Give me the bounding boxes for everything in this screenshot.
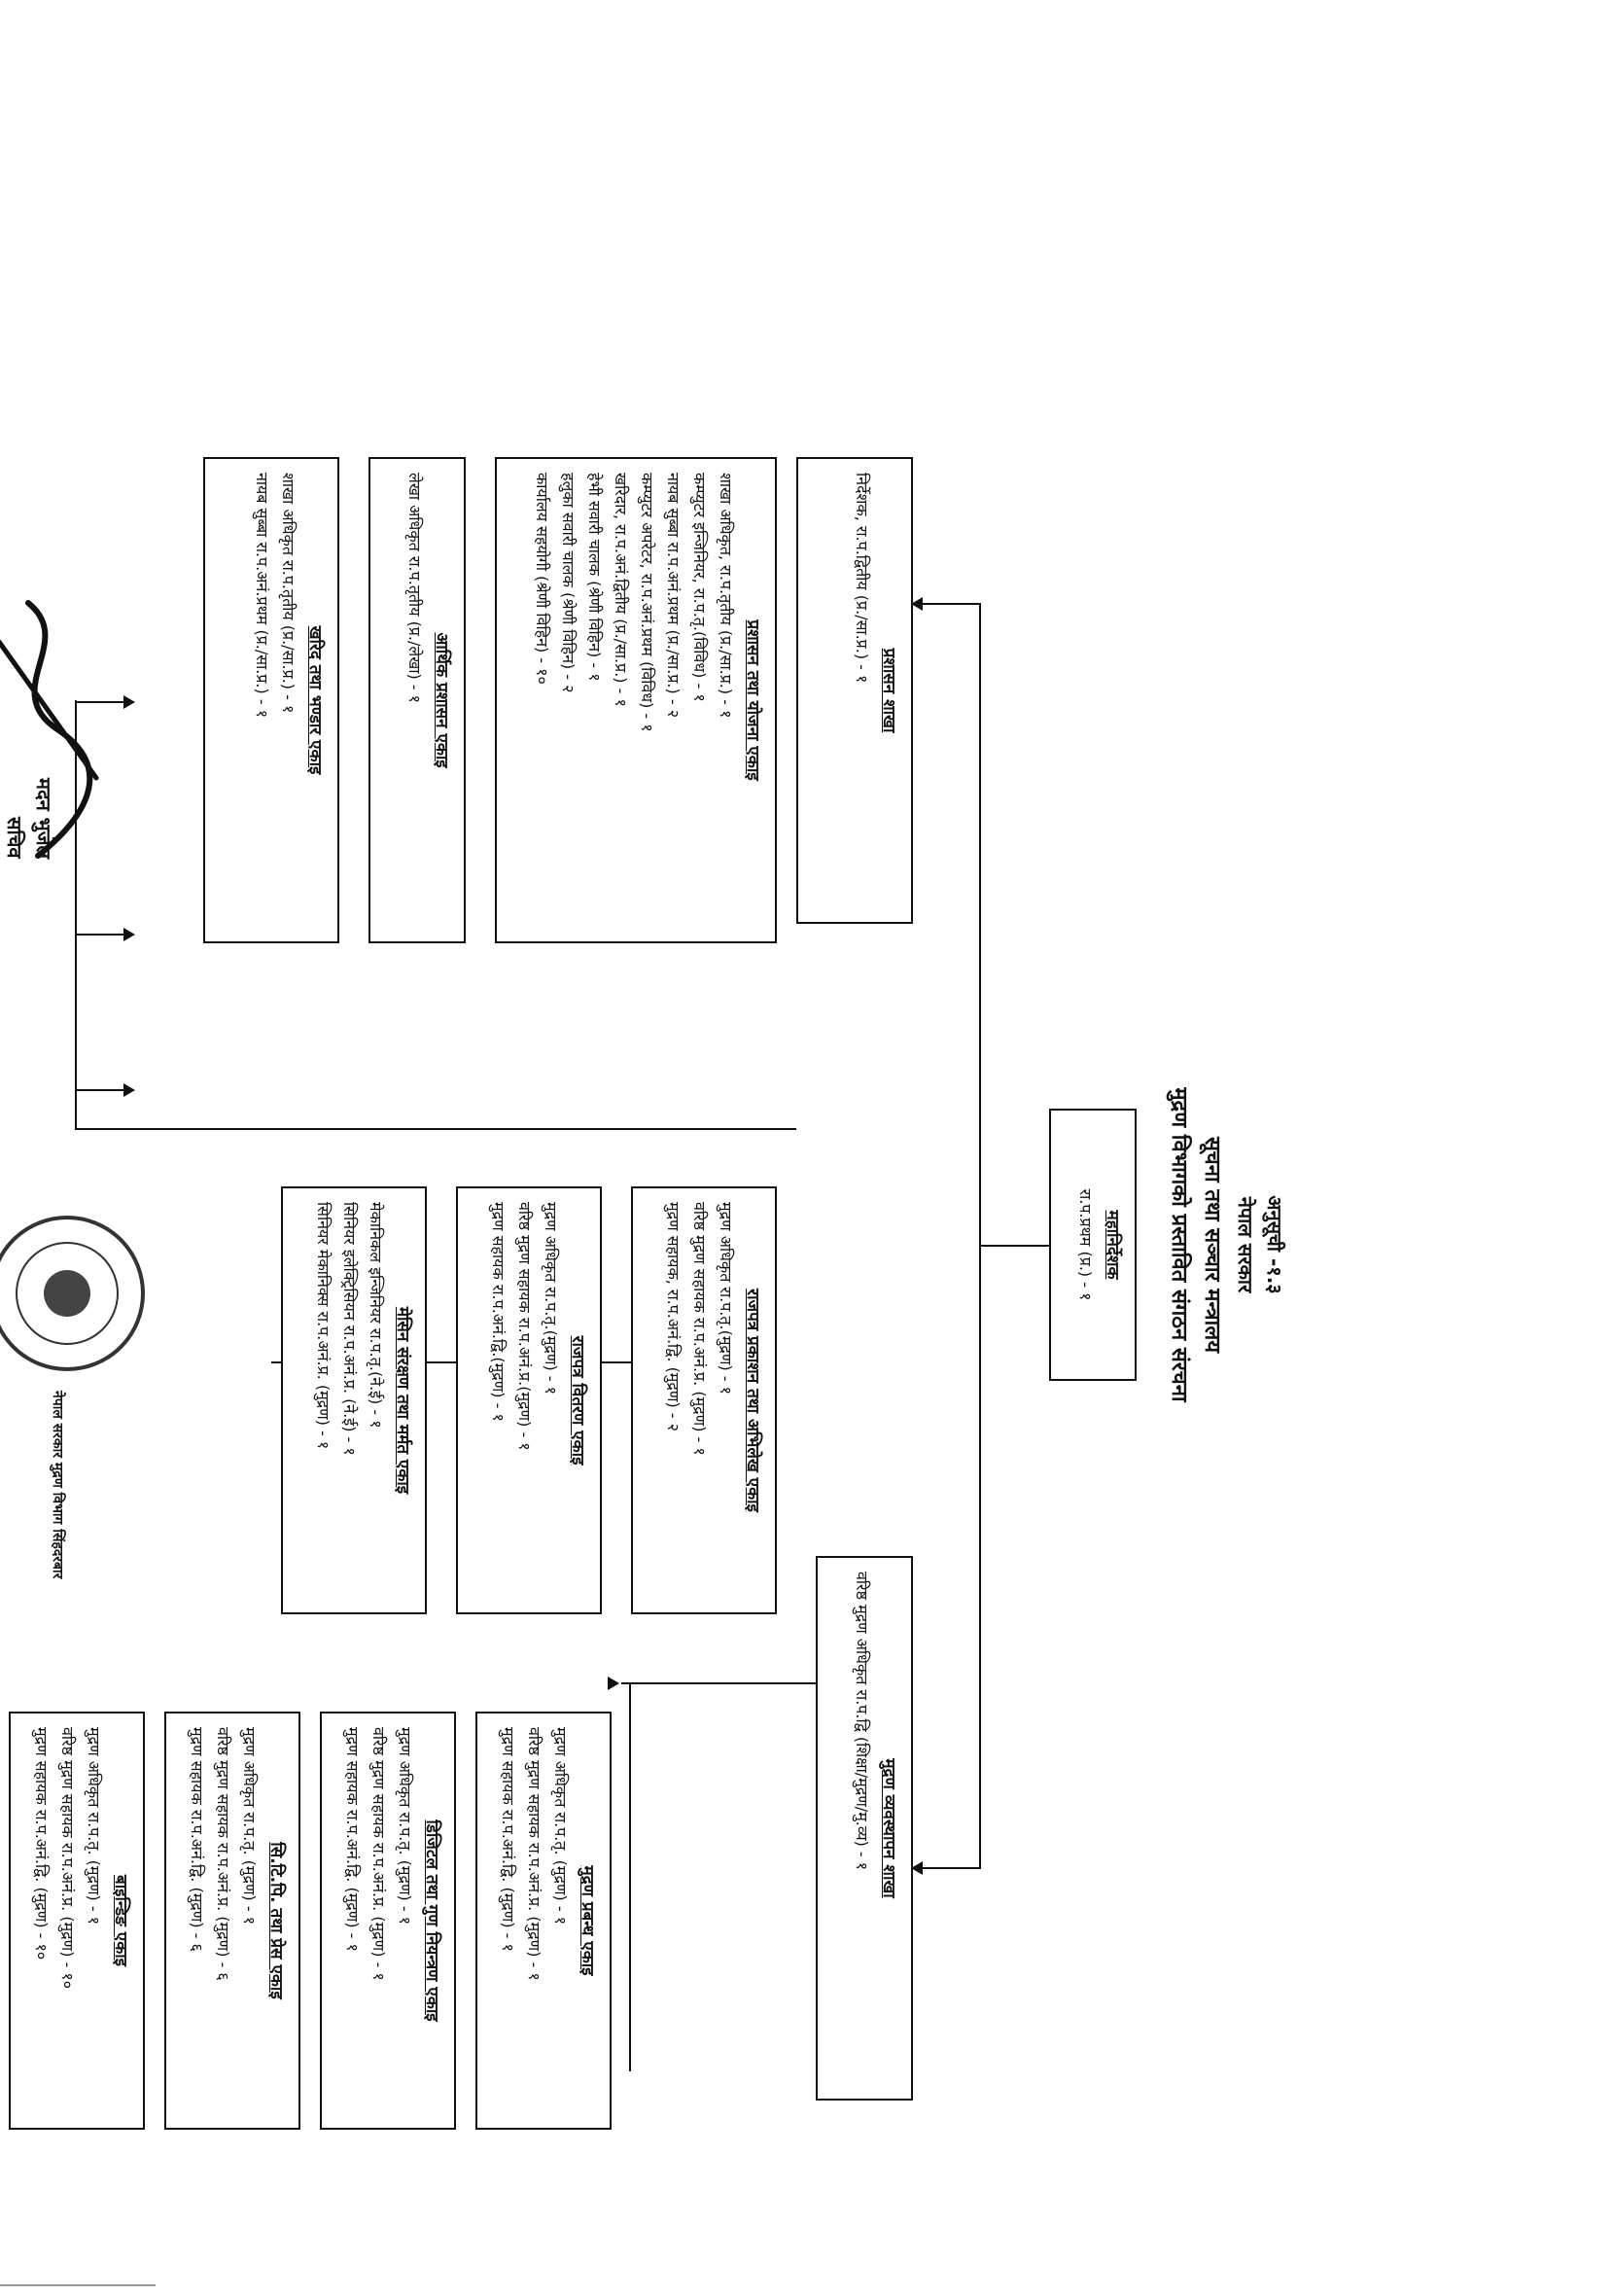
box-line: सिनियर इलेक्ट्रिसियन रा.प.अनं.प्र. (ने.ई… [340,1202,359,1456]
box-title: डिजिटल तथा गुण नियन्त्रण एकाइ [422,1819,441,2022]
connector [77,1128,796,1130]
unit-box: प्रशासन तथा योजना एकाइ शाखा अधिकृत, रा.प… [495,457,777,943]
box-title: बाइन्डिङ एकाइ [111,1875,130,1966]
box-title: राजपत्र वितरण एकाइ [568,1335,587,1466]
box-line: नायब सुब्बा रा.प.अनं.प्रथम (प्र./सा.प्र.… [664,473,683,719]
box-line: वरिष्ठ मुद्रण अधिकृत रा.प.द्वि (शिक्षा/म… [853,1572,871,1871]
unit-box: डिजिटल तथा गुण नियन्त्रण एकाइ मुद्रण अधि… [320,1712,456,2130]
unit-box: राजपत्र वितरण एकाइ मुद्रण अधिकृत रा.प.तृ… [456,1186,602,1614]
box-line: शाखा अधिकृत रा.प.तृतीय (प्र./सा.प्र.) - … [279,473,298,714]
box-line: वरिष्ठ मुद्रण सहायक रा.प.अनं.प्र. (मुद्र… [369,1727,388,1981]
unit-box: सि.टि.पि. तथा प्रेस एकाइ मुद्रण अधिकृत र… [164,1712,300,2130]
box-title: महानिर्देशक [1103,1210,1122,1280]
box-title: मुद्रण प्रबन्ध एकाइ [578,1865,597,1976]
box-title: आर्थिक प्रशासन एकाइ [432,632,451,768]
connector [77,934,127,936]
box-line: खरिदार, रा.प.अनं.द्वितीय (प्र./सा.प्र.) … [612,473,630,707]
box-line: मुद्रण सहायक रा.प.अनं.द्वि.(मुद्रण) - १ [489,1202,508,1422]
box-line: मुद्रण अधिकृत रा.प.तृ.(मुद्रण) - १ [542,1202,560,1395]
box-title: प्रशासन तथा योजना एकाइ [743,619,762,781]
unit-box: खरिद तथा भण्डार एकाइ शाखा अधिकृत रा.प.तृ… [203,457,339,943]
connector [981,1245,1049,1247]
signature-title: सचिव [3,817,26,859]
box-line: मुद्रण अधिकृत रा.प.तृ. (मुद्रण) - १ [551,1727,570,1925]
box-line: मुद्रण अधिकृत रा.प.तृ. (मुद्रण) - १ [85,1727,103,1925]
unit-box: मेसिन संरक्षण तथा मर्मत एकाइ मेकानिकल इन… [281,1186,427,1614]
page-edge-line [0,2284,156,2286]
signature-mark [0,600,99,859]
box-line: हलुका सवारी चालक (श्रेणी विहिन) - २ [559,473,578,693]
stamp-text: नेपाल सरकार मुद्रण विभाग सिंहदरबार [50,1391,65,1579]
box-line: नायब सुब्बा रा.प.अनं.प्रथम (प्र./सा.प्र.… [253,473,271,719]
connector [629,1682,631,2071]
box-line: वरिष्ठ मुद्रण सहायक रा.प.अनं.प्र. (मुद्र… [690,1202,709,1456]
box-line: कम्प्युटर अपरेटर, रा.प.अनं.प्रथम (विविध)… [638,473,656,732]
connector [913,603,981,605]
box-line: मुद्रण सहायक रा.प.अनं.द्वि. (मुद्रण) - ६ [188,1727,206,1952]
annex-label: अनुसूची -१.३ [1263,1195,1286,1294]
box-line: हेभी सवारी चालक (श्रेणी विहिन) - १ [585,473,604,682]
box-line: मुद्रण सहायक, रा.प.अनं.द्वि. (मुद्रण) - … [664,1202,683,1431]
box-line: मुद्रण सहायक रा.प.अनं.द्वि. (मुद्रण) - १… [32,1727,51,1960]
box-line: मेकानिकल इन्जिनियर रा.प.तृ.(ने.ई) - १ [367,1202,385,1429]
box-line: कम्प्युटर इन्जिनियर, रा.प.तृ.(विविध) - १ [690,473,709,702]
box-title: राजपत्र प्रकाशन तथा अभिलेख एकाइ [743,1289,762,1512]
box-line: शाखा अधिकृत, रा.प.तृतीय (प्र./सा.प्र.) -… [717,473,735,719]
box-line: वरिष्ठ मुद्रण सहायक रा.प.अनं.प्र.(मुद्रण… [515,1202,534,1451]
print-branch-box: मुद्रण व्यवस्थापन शाखा वरिष्ठ मुद्रण अधि… [816,1556,913,2101]
arrow [608,1677,619,1690]
box-line: मुद्रण सहायक रा.प.अनं.द्वि. (मुद्रण) - १ [343,1727,362,1952]
box-title: मेसिन संरक्षण तथा मर्मत एकाइ [393,1306,412,1495]
box-line: मुद्रण सहायक रा.प.अनं.द्वि. (मुद्रण) - १ [499,1727,517,1952]
box-line: मुद्रण अधिकृत रा.प.तृ. (मुद्रण) - १ [240,1727,259,1925]
admin-branch-box: प्रशासन शाखा निर्देशक, रा.प.द्वितीय (प्र… [796,457,913,924]
box-title: प्रशासन शाखा [879,648,898,733]
box-line: वरिष्ठ मुद्रण सहायक रा.प.अनं.प्र. (मुद्र… [525,1727,544,1981]
box-line: मुद्रण अधिकृत रा.प.तृ.(मुद्रण) - १ [717,1202,735,1395]
unit-box: मुद्रण प्रबन्ध एकाइ मुद्रण अधिकृत रा.प.त… [475,1712,612,2130]
box-line: वरिष्ठ मुद्रण सहायक रा.प.अनं.प्र. (मुद्र… [58,1727,77,1990]
box-title: खरिद तथा भण्डार एकाइ [305,625,325,775]
connector [621,1682,699,1684]
box-line: लेखा अधिकृत रा.प.तृतीय (प्र./लेखा) - १ [405,473,424,703]
unit-box: आर्थिक प्रशासन एकाइ लेखा अधिकृत रा.प.तृत… [368,457,466,943]
chart-subject: मुद्रण विभागको प्रस्तावित संगठन संरचना [1167,1087,1191,1402]
box-line: वरिष्ठ मुद्रण सहायक रा.प.अनं.प्र. (मुद्र… [214,1727,232,1981]
box-line: कार्यालय सहयोगी (श्रेणी विहिन) - १० [533,473,551,685]
box-line: रा.प.प्रथम (प्र.) - १ [1076,1188,1095,1301]
unit-box: राजपत्र प्रकाशन तथा अभिलेख एकाइ मुद्रण अ… [631,1186,777,1614]
connector [979,603,981,1867]
director-general-box: महानिर्देशक रा.प.प्रथम (प्र.) - १ [1049,1109,1137,1381]
ministry-name: सूचना तथा सञ्चार मन्त्रालय [1200,1136,1224,1354]
box-title: सि.टि.पि. तथा प्रेस एकाइ [266,1842,286,1999]
box-line: मुद्रण अधिकृत रा.प.तृ. (मुद्रण) - १ [396,1727,414,1925]
connector [77,1089,127,1091]
connector [913,1867,981,1869]
box-title: मुद्रण व्यवस्थापन शाखा [879,1758,898,1898]
office-stamp [0,1216,145,1371]
unit-box: बाइन्डिङ एकाइ मुद्रण अधिकृत रा.प.तृ. (मु… [9,1712,145,2130]
box-line: निर्देशक, रा.प.द्वितीय (प्र./सा.प्र.) - … [853,473,871,684]
government-name: नेपाल सरकार [1234,1196,1257,1293]
signature-name: मदन भुजेल [32,778,55,860]
org-chart: अनुसूची -१.३ नेपाल सरकार सूचना तथा सञ्चा… [0,272,1321,2217]
box-line: सिनियर मेकानिक्स रा.प.अनं.प्र. (मुद्रण) … [314,1202,333,1450]
